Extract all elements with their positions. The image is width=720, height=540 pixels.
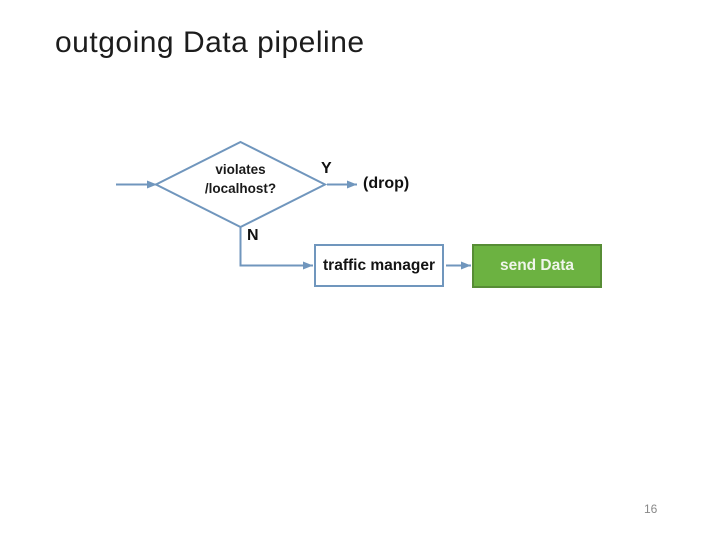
send-data-box: send Data: [472, 244, 602, 288]
decision-label: violates /localhost?: [165, 160, 316, 198]
slide-title: outgoing Data pipeline: [55, 26, 365, 59]
page-number: 16: [644, 502, 658, 516]
no-branch-label: N: [247, 227, 259, 244]
send-data-label: send Data: [499, 257, 575, 274]
decision-label-line1: violates: [215, 162, 266, 177]
decision-label-line2: /localhost?: [204, 181, 277, 196]
no-arrow: [239, 227, 313, 270]
drop-label: (drop): [363, 175, 410, 192]
yes-branch-label: Y: [321, 160, 332, 177]
traffic-manager-box: traffic manager: [314, 244, 444, 287]
traffic-manager-label: traffic manager: [323, 256, 435, 274]
